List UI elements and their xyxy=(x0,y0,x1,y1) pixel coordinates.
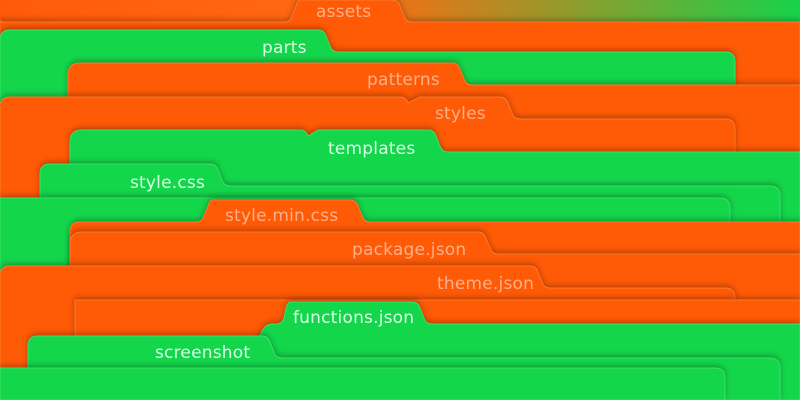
folder-label: style.css xyxy=(130,173,206,193)
folder-label: functions.json xyxy=(293,308,415,328)
folder-label: assets xyxy=(316,2,372,22)
folder-label: parts xyxy=(262,38,307,58)
folder-label: style.min.css xyxy=(225,206,339,226)
folder-label: theme.json xyxy=(437,274,535,294)
folder-label: patterns xyxy=(367,70,440,90)
folder-label: styles xyxy=(435,104,486,124)
folder-label: templates xyxy=(328,139,416,159)
folder-label: package.json xyxy=(352,240,467,260)
folder-label: screenshot xyxy=(155,343,251,363)
